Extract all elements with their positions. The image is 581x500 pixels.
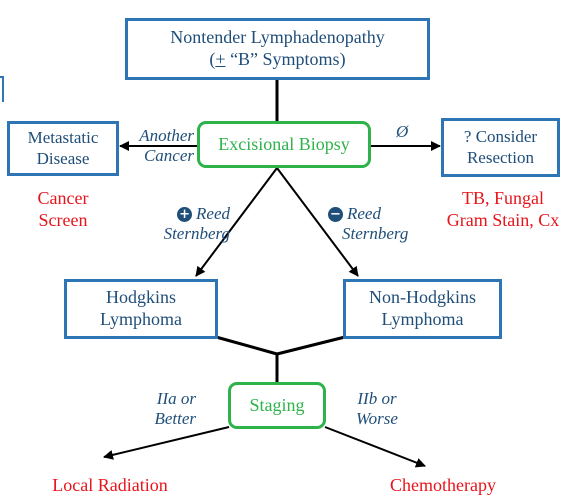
edge-label-negative-reed-sternberg: −Reed Sternberg xyxy=(328,204,428,245)
resection-line1: ? Consider xyxy=(463,127,538,147)
edge-label-positive-reed-sternberg: +Reed Sternberg xyxy=(163,204,230,244)
edge-label-null-result: Ø xyxy=(396,122,409,141)
metastatic-line1: Metastatic xyxy=(27,128,99,148)
hodgkins-line2: Lymphoma xyxy=(100,309,182,329)
consider-resection-box: ? Consider Resection xyxy=(441,118,560,177)
excisional-biopsy-box: Excisional Biopsy xyxy=(197,121,371,168)
nonhodgkins-line2: Lymphoma xyxy=(381,309,464,329)
outcome-tb-fungal-gram-stain: TB, Fungal Gram Stain, Cx xyxy=(446,188,560,230)
hodgkins-line1: Hodgkins xyxy=(105,287,176,308)
minus-circle-icon: − xyxy=(328,207,343,222)
presentation-box: Nontender Lymphadenopathy (+ “B” Symptom… xyxy=(125,18,430,80)
cropped-box-edge xyxy=(0,76,4,102)
presentation-line2: (+ “B” Symptoms) xyxy=(209,49,346,69)
staging-box: Staging xyxy=(228,382,326,429)
hodgkins-lymphoma-box: Hodgkins Lymphoma xyxy=(64,279,218,339)
outcome-cancer-screen: Cancer Screen xyxy=(37,188,89,230)
edge-staging-to-chemotherapy xyxy=(324,426,426,468)
edge-label-iia-or-better: IIa or Better xyxy=(154,389,196,429)
nonhodgkins-line1: Non-Hodgkins xyxy=(369,287,476,308)
presentation-line1: Nontender Lymphadenopathy xyxy=(170,27,385,48)
plus-circle-icon: + xyxy=(177,207,193,222)
outcome-chemotherapy: Chemotherapy xyxy=(390,475,496,495)
metastatic-line2: Disease xyxy=(36,148,90,168)
outcome-local-radiation: Local Radiation xyxy=(52,475,168,495)
metastatic-disease-box: Metastatic Disease xyxy=(7,121,119,176)
edge-label-another-cancer: Another Cancer xyxy=(139,126,194,166)
resection-line2: Resection xyxy=(466,147,535,167)
edge-nonhodgkins-merge xyxy=(276,335,346,356)
edge-staging-to-local-radiation xyxy=(103,426,230,460)
edge-biopsy-to-nonhodgkins xyxy=(276,167,359,277)
non-hodgkins-lymphoma-box: Non-Hodgkins Lymphoma xyxy=(343,279,502,339)
excisional-biopsy-label: Excisional Biopsy xyxy=(218,134,350,154)
edge-label-iib-or-worse: IIb or Worse xyxy=(356,389,398,429)
edge-hodgkins-merge xyxy=(215,335,278,356)
staging-label: Staging xyxy=(249,395,305,415)
edge-biopsy-to-hodgkins xyxy=(195,167,278,277)
